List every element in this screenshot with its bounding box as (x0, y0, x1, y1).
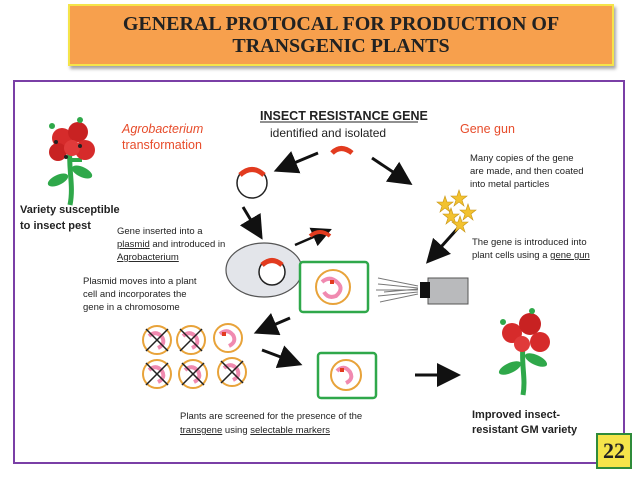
inserted-text-3: Agrobacterium (117, 252, 179, 263)
title-line-2: TRANSGENIC PLANTS (232, 35, 450, 57)
grid-cell-2 (176, 325, 206, 355)
inserted-text-1: Gene inserted into a (117, 226, 203, 237)
improved-text-1: Improved insect- (472, 409, 560, 421)
copies-text-2: are made, and then coated (470, 166, 584, 177)
plasmid-text-2: cell and incorporates the (83, 289, 187, 300)
plasmid-text-1: Plasmid moves into a plant (83, 276, 197, 287)
metal-particles-icon (436, 189, 477, 233)
variety-label-2: to insect pest (20, 220, 91, 232)
introduced-text-2: plant cells using a gene gun (472, 250, 590, 261)
introduced-text-1: The gene is introduced into (472, 237, 587, 248)
agro-label-1: Agrobacterium (121, 122, 203, 136)
gene-gun-label: Gene gun (460, 122, 515, 136)
grid-cell-1 (142, 325, 172, 355)
gene-subheading: identified and isolated (270, 126, 386, 140)
plant-cell-icon (298, 260, 370, 314)
grid-cell-4 (142, 359, 172, 389)
grid-cell-3 (213, 323, 243, 353)
screen-text-1: Plants are screened for the presence of … (180, 411, 362, 422)
plasmid-text-3: gene in a chromosome (83, 302, 180, 313)
arrow-particles-to-gun (425, 226, 460, 264)
improved-text-2: resistant GM variety (472, 424, 578, 436)
grid-cell-6 (217, 357, 247, 387)
screened-cell-icon (316, 351, 378, 400)
grid-cell-5 (178, 359, 208, 389)
screen-text-2: transgene using selectable markers (180, 425, 330, 436)
title-banner: GENERAL PROTOCAL FOR PRODUCTION OF TRANS… (68, 4, 614, 66)
isolated-gene-icon (330, 146, 354, 156)
susceptible-plant-icon (47, 117, 95, 206)
agro-label-2: transformation (122, 138, 202, 152)
improved-plant-icon (498, 308, 550, 396)
inserted-text-2: plasmid and introduced in (117, 239, 225, 250)
arrow-gene-to-plasmid (273, 151, 319, 174)
gene-gun-icon (376, 277, 469, 305)
agrobacterium-icon (225, 242, 303, 298)
plasmid-icon (236, 167, 268, 199)
arrow-plasmid-to-agro (239, 206, 263, 240)
page-number: 22 (596, 433, 632, 469)
copies-text-3: into metal particles (470, 179, 549, 190)
arrow-plants-to-screen (261, 345, 303, 368)
variety-label-1: Variety susceptible (20, 204, 120, 216)
copies-text-1: Many copies of the gene (470, 153, 574, 164)
plant-cells-grid (142, 323, 247, 389)
gene-heading: INSECT RESISTANCE GENE (260, 109, 428, 123)
arrow-gene-to-copies (371, 156, 413, 185)
arrow-agro-to-cell (294, 227, 332, 247)
arrow-cell-to-plants (253, 313, 291, 336)
diagram-frame (13, 80, 625, 464)
title-line-1: GENERAL PROTOCAL FOR PRODUCTION OF (122, 13, 560, 35)
